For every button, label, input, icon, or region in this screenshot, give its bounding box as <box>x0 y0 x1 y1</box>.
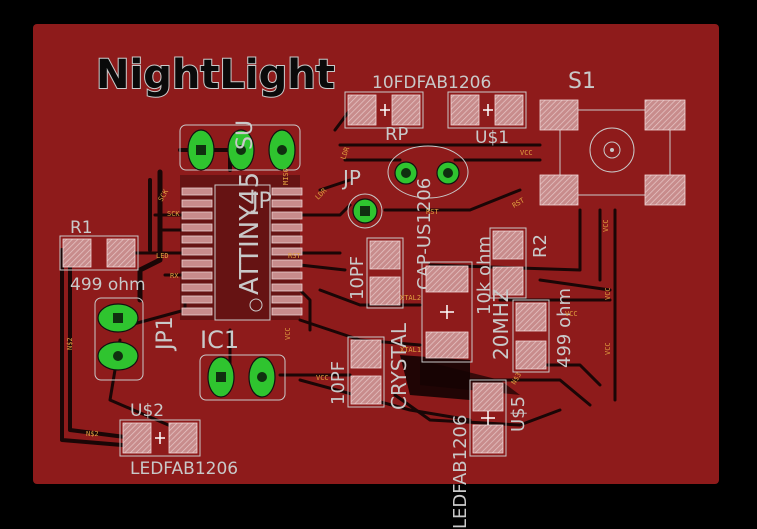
isp-header[interactable]: SU JP <box>179 120 301 214</box>
u2-led[interactable]: U$2 LEDFAB1206 <box>119 401 238 479</box>
c1-value: 10PF <box>347 256 368 300</box>
svg-text:MISO: MISO <box>282 168 290 185</box>
svg-text:VCC: VCC <box>565 310 578 318</box>
s1-switch[interactable]: S1 <box>539 69 686 206</box>
jp-pin[interactable]: JP <box>341 166 383 229</box>
ic1-attiny45[interactable]: ATTINY45 IC1 <box>181 172 303 354</box>
svg-text:VCC: VCC <box>604 287 612 300</box>
svg-text:VCC: VCC <box>520 149 533 157</box>
r1-resistor[interactable]: R1 499 ohm <box>59 218 146 295</box>
jp2-header[interactable] <box>199 354 286 401</box>
jp3-label: JP <box>250 189 272 214</box>
s1-label: S1 <box>568 69 596 94</box>
r-499-right[interactable]: 499 ohm <box>512 288 575 373</box>
svg-text:XTAL2: XTAL2 <box>400 294 421 302</box>
r2-value: 499 ohm <box>554 288 575 368</box>
r3-value: 10k ohm <box>474 236 495 315</box>
crystal-label: CRYSTAL <box>387 322 411 410</box>
u5-ref: U$5 <box>508 396 529 432</box>
c2-value: 10PF <box>328 361 349 405</box>
u1-component[interactable]: 10FDFAB1206 RP <box>344 73 491 145</box>
mhz-label: 20MHZ <box>489 289 513 360</box>
board-title: NightLight <box>96 52 335 98</box>
svg-text:VCC: VCC <box>602 219 610 232</box>
jp1-label: JP1 <box>153 316 178 352</box>
c2-capacitor[interactable]: 10PF <box>328 336 385 408</box>
u1-ref: U$1 <box>475 128 509 148</box>
svg-text:XTAL1: XTAL1 <box>400 346 421 354</box>
r2-ref: R2 <box>530 234 551 258</box>
ic1-ref-label: IC1 <box>200 326 239 354</box>
ic1-pads-left <box>181 187 213 316</box>
u2-ref: U$2 <box>130 401 164 421</box>
svg-text:N$2: N$2 <box>86 430 99 438</box>
svg-text:RX: RX <box>170 272 179 280</box>
svg-text:RST: RST <box>426 208 439 216</box>
led-vert-label: LEDFAB1206 <box>450 415 471 529</box>
jp-label: JP <box>341 166 361 190</box>
jp1-header[interactable]: JP1 <box>94 297 178 381</box>
top-part-label: 10FDFAB1206 <box>372 73 491 93</box>
u5-led[interactable]: LEDFAB1206 U$5 <box>450 379 529 529</box>
svg-text:RST: RST <box>288 252 301 260</box>
svg-text:LED: LED <box>156 252 169 260</box>
r1-ref: R1 <box>70 218 93 238</box>
c1-capacitor[interactable]: 10PF <box>347 237 404 309</box>
u1-led[interactable]: U$1 <box>447 91 527 148</box>
crystal-20mhz[interactable]: CRYSTAL 20MHZ <box>387 261 513 410</box>
svg-text:N$2: N$2 <box>66 337 74 350</box>
svg-text:SCK: SCK <box>167 210 180 218</box>
svg-text:VCC: VCC <box>604 342 612 355</box>
ic1-pads-right <box>271 187 303 316</box>
su-label: SU <box>233 120 258 150</box>
ic1-part-label: ATTINY45 <box>235 172 265 295</box>
u2-value: LEDFAB1206 <box>130 459 238 479</box>
r1-value: 499 ohm <box>70 275 146 295</box>
svg-text:VCC: VCC <box>316 374 329 382</box>
rp-label: RP <box>385 124 409 145</box>
r2-resistor[interactable]: R2 10k ohm <box>474 227 551 315</box>
svg-text:VCC: VCC <box>284 327 292 340</box>
